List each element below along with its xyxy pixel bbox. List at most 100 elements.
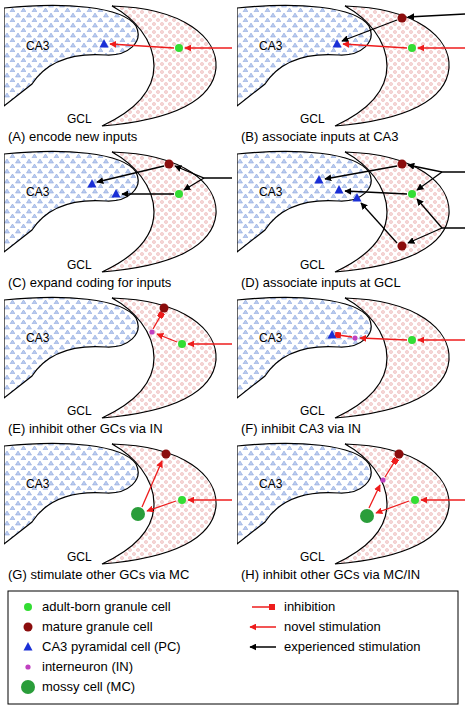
ca3-region-shape [4,5,138,106]
region-label: GCL [67,405,92,418]
gcl-region-shape [335,298,449,418]
cell-polygon [112,189,121,198]
cell-circle [162,450,171,459]
region-label: GCL [300,259,325,272]
ca3-region-shape [237,5,371,106]
cell-circle [131,507,145,521]
panel-caption: (B) associate inputs at CA3 [241,130,399,144]
cell-line [342,20,397,41]
cell-line [360,338,407,340]
cell-line [153,315,161,329]
cell-circle [398,14,407,23]
cell-circle [178,496,186,504]
region-label: CA3 [26,186,49,199]
cell-line [421,499,465,500]
ca3-region-shape [237,151,371,252]
gcl-region-outline [237,294,466,420]
gcl-region-shape [335,6,449,126]
cell-polygon [24,642,33,651]
region-label: CA3 [259,332,282,345]
region-label: CA3 [259,478,282,491]
region-label: GCL [67,259,92,272]
ca3-region-shape [4,297,138,398]
panel-a [100,39,233,52]
gcl-region-shape [102,6,216,126]
panel-f [328,330,466,344]
cell-circle [149,329,154,334]
region-label: CA3 [259,186,282,199]
cell-path [408,228,442,243]
cell-line [250,646,276,648]
panel-d [315,160,466,251]
cell-line [97,166,164,182]
ca3-region-shape [237,443,371,544]
cell-line [188,343,232,344]
legend-text: adult-born granule cell [42,600,171,614]
panel-caption: (C) expand coding for inputs [8,276,171,290]
cell-line [369,485,380,508]
gcl-region-outline [4,440,237,566]
cell-circle [175,44,183,52]
gcl-region: GCL [4,2,237,128]
cell-circle [408,44,416,52]
gcl-region-shape [335,444,449,564]
gcl-region-outline [4,2,237,128]
cell-line [122,193,174,194]
cell-circle [398,160,407,169]
gcl-region: GCL [4,440,237,566]
cell-line [185,47,232,48]
cell-line [325,166,397,179]
cell-path [417,199,465,228]
panel-h [360,450,465,524]
cell-polygon [315,175,324,184]
legend-text: interneuron (IN) [42,660,133,674]
cell-circle [352,335,357,340]
legend-text: mossy cell (MC) [42,680,135,694]
region-label: GCL [300,551,325,564]
cell-line [361,203,397,243]
region-label: GCL [67,551,92,564]
panel-caption: (D) associate inputs at GCL [241,276,401,290]
cell-polygon [100,39,109,48]
gcl-region-outline [4,148,237,274]
gcl-region-outline [237,2,466,128]
cell-circle [360,509,374,523]
panel-b [333,14,466,53]
cell-polygon [328,330,337,339]
panel-caption: (E) inhibit other GCs via IN [8,422,163,436]
region-label: GCL [300,405,325,418]
gcl-region: GCL [237,148,466,274]
ca3-region-shape [4,443,138,544]
legend-samples [21,603,276,694]
cell-line [408,14,465,17]
gcl-region-shape [102,298,216,418]
gcl-region: GCL [4,148,237,274]
cell-circle [408,336,416,344]
cell-circle [395,450,404,459]
panel-c [88,160,233,199]
cell-line [376,501,409,513]
cell-line [345,191,407,194]
cell-path [408,165,465,172]
cell-line [157,334,177,342]
cell-circle [175,190,183,198]
region-label: CA3 [26,332,49,345]
cell-circle [160,304,169,313]
cell-circle [178,340,186,348]
cell-line [343,44,407,48]
legend-text: experienced stimulation [284,640,421,654]
gcl-region-outline [4,294,237,420]
cell-circle [165,160,174,169]
cell-polygon [88,179,97,188]
gcl-region: GCL [237,2,466,128]
legend-text: novel stimulation [284,620,381,634]
cell-circle [21,680,35,694]
gcl-region-outline [237,440,466,566]
region-label: GCL [300,113,325,126]
panel-caption: (A) encode new inputs [8,130,137,144]
cell-circle [24,603,32,611]
gcl-region: GCL [237,294,466,420]
panel-caption: (G) stimulate other GCs via MC [8,568,189,582]
cell-circle [408,190,416,198]
cell-polygon [333,39,342,48]
